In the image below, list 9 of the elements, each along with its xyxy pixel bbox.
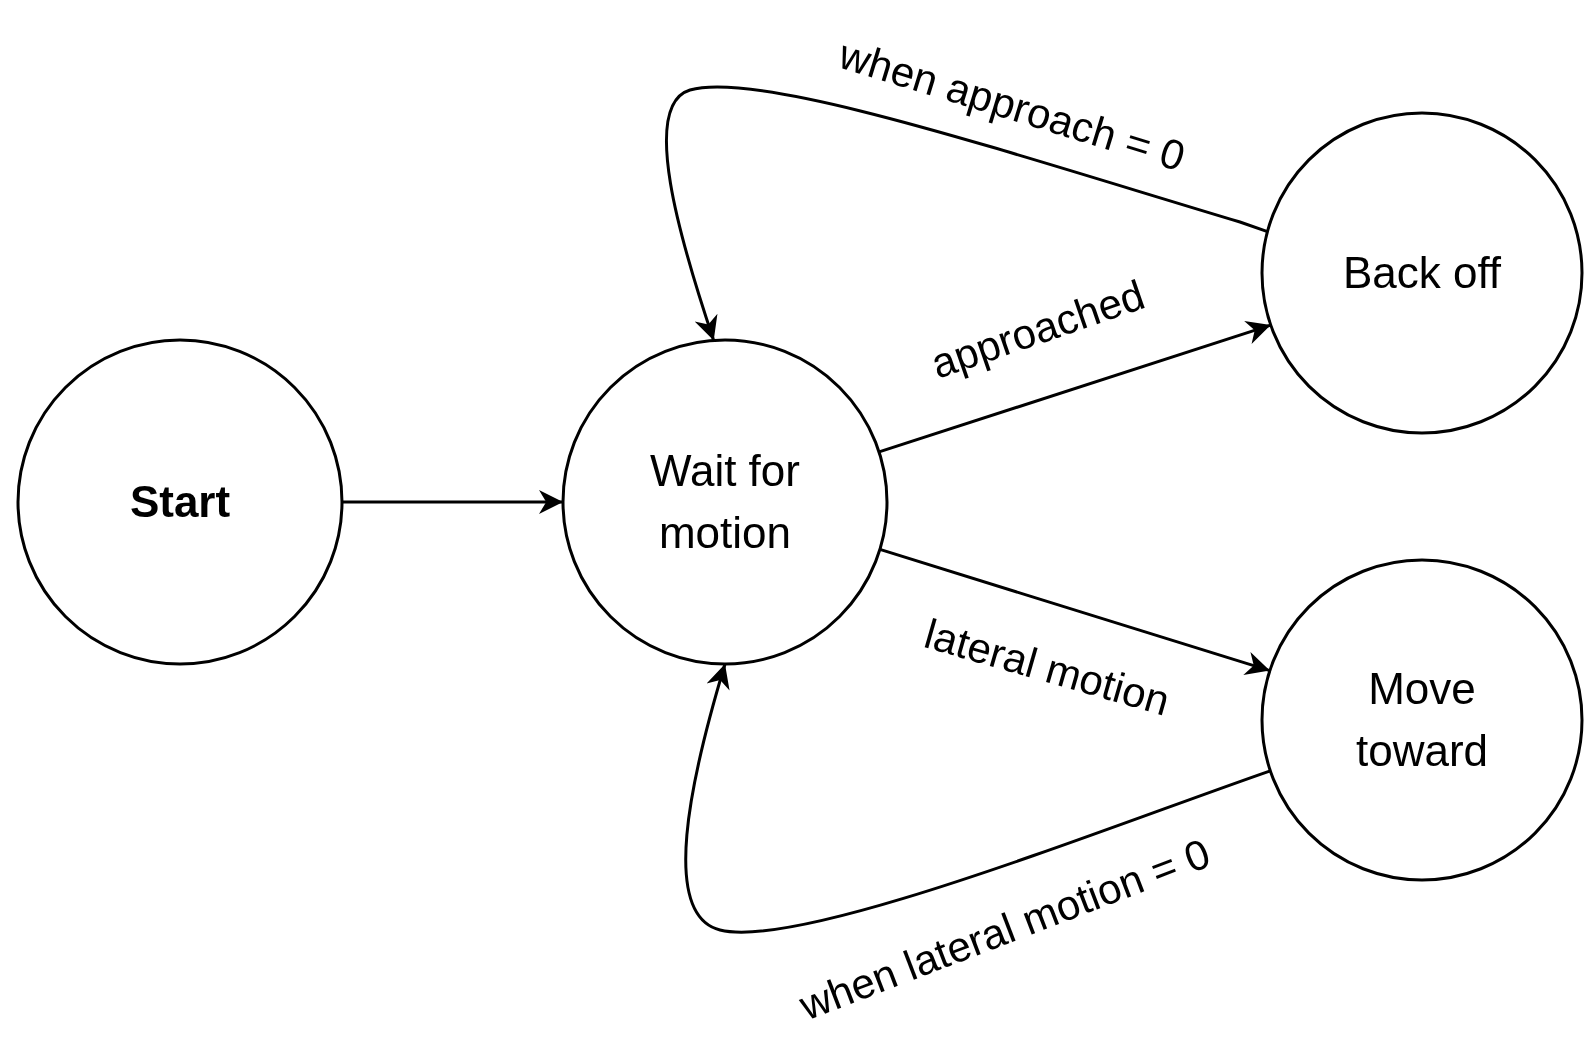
arrow (878, 321, 1272, 454)
arrow (665, 85, 1268, 341)
state-label: Wait for motion (649, 445, 801, 559)
state-label: Move toward (1354, 663, 1490, 777)
arrow (879, 547, 1271, 675)
arrow (342, 490, 563, 514)
arrow (684, 663, 1271, 934)
state-label: Start (129, 476, 231, 529)
state-label: Back off (1342, 247, 1502, 300)
